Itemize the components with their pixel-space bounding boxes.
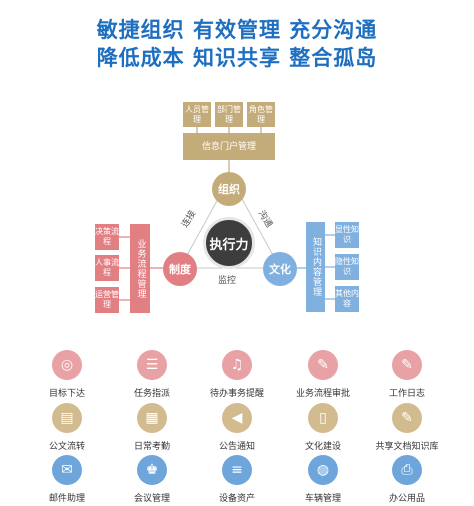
feature-meeting[interactable]: ♚ 会议管理 bbox=[107, 455, 197, 504]
node-organization: 组织 bbox=[212, 172, 246, 206]
node-system: 制度 bbox=[163, 252, 197, 286]
feature-target[interactable]: ◎ 目标下达 bbox=[22, 350, 112, 399]
feature-label: 业务流程审批 bbox=[295, 389, 350, 399]
feature-label: 车辆管理 bbox=[304, 494, 341, 504]
knowledge-item-3: 其他内容 bbox=[335, 286, 359, 312]
document-icon: ▤ bbox=[52, 403, 82, 433]
feature-book[interactable]: ▯ 文化建设 bbox=[278, 403, 368, 452]
feature-label: 文化建设 bbox=[304, 442, 341, 452]
feature-calendar[interactable]: ▦ 日常考勤 bbox=[107, 403, 197, 452]
feature-label: 日常考勤 bbox=[133, 442, 170, 452]
feature-printer[interactable]: ⎙ 办公用品 bbox=[362, 455, 452, 504]
shared-docs-icon: ✎ bbox=[392, 403, 422, 433]
database-icon: ≡ bbox=[222, 455, 252, 485]
feature-speaker[interactable]: ◀ 公告通知 bbox=[192, 403, 282, 452]
feature-label: 任务指派 bbox=[133, 389, 170, 399]
feature-label: 目标下达 bbox=[48, 389, 85, 399]
bell-icon: ♫ bbox=[222, 350, 252, 380]
feature-task-list[interactable]: ☰ 任务指派 bbox=[107, 350, 197, 399]
edge-label-bottom: 监控 bbox=[218, 276, 237, 286]
feature-label: 邮件助理 bbox=[48, 494, 85, 504]
approval-icon: ✎ bbox=[308, 350, 338, 380]
car-icon: ◍ bbox=[308, 455, 338, 485]
process-title: 业务流程管理 bbox=[130, 224, 150, 313]
portal-module-3: 角色管理 bbox=[247, 102, 275, 127]
feature-label: 待办事务提醒 bbox=[209, 389, 264, 399]
feature-database[interactable]: ≡ 设备资产 bbox=[192, 455, 282, 504]
process-item-1: 决策流程 bbox=[95, 224, 119, 250]
task-list-icon: ☰ bbox=[137, 350, 167, 380]
book-icon: ▯ bbox=[308, 403, 338, 433]
portal-module-1: 人员管理 bbox=[183, 102, 211, 127]
feature-label: 会议管理 bbox=[133, 494, 170, 504]
feature-approval[interactable]: ✎ 业务流程审批 bbox=[278, 350, 368, 399]
calendar-icon: ▦ bbox=[137, 403, 167, 433]
feature-mail[interactable]: ✉ 邮件助理 bbox=[22, 455, 112, 504]
center-node-execution: 执行力 bbox=[203, 217, 255, 269]
feature-label: 公文流转 bbox=[48, 442, 85, 452]
knowledge-item-1: 显性知识 bbox=[335, 222, 359, 248]
meeting-icon: ♚ bbox=[137, 455, 167, 485]
log-icon: ✎ bbox=[392, 350, 422, 380]
printer-icon: ⎙ bbox=[392, 455, 422, 485]
feature-label: 共享文档知识库 bbox=[375, 442, 439, 452]
process-item-2: 人事流程 bbox=[95, 255, 119, 281]
feature-shared-docs[interactable]: ✎ 共享文档知识库 bbox=[362, 403, 452, 452]
feature-car[interactable]: ◍ 车辆管理 bbox=[278, 455, 368, 504]
feature-log[interactable]: ✎ 工作日志 bbox=[362, 350, 452, 399]
mail-icon: ✉ bbox=[52, 455, 82, 485]
feature-label: 设备资产 bbox=[218, 494, 255, 504]
knowledge-title: 知识内容管理 bbox=[306, 222, 325, 312]
node-culture: 文化 bbox=[263, 252, 297, 286]
portal-module-2: 部门管理 bbox=[215, 102, 243, 127]
process-item-3: 运营管理 bbox=[95, 287, 119, 313]
feature-label: 公告通知 bbox=[218, 442, 255, 452]
headline-line-1: 敏捷组织 有效管理 充分沟通 bbox=[96, 18, 378, 42]
target-icon: ◎ bbox=[52, 350, 82, 380]
feature-document[interactable]: ▤ 公文流转 bbox=[22, 403, 112, 452]
feature-label: 工作日志 bbox=[388, 389, 425, 399]
knowledge-item-2: 隐性知识 bbox=[335, 254, 359, 280]
speaker-icon: ◀ bbox=[222, 403, 252, 433]
portal-title: 信息门户管理 bbox=[183, 133, 275, 160]
feature-bell[interactable]: ♫ 待办事务提醒 bbox=[192, 350, 282, 399]
headline-line-2: 降低成本 知识共享 整合孤岛 bbox=[96, 46, 378, 70]
feature-label: 办公用品 bbox=[388, 494, 425, 504]
